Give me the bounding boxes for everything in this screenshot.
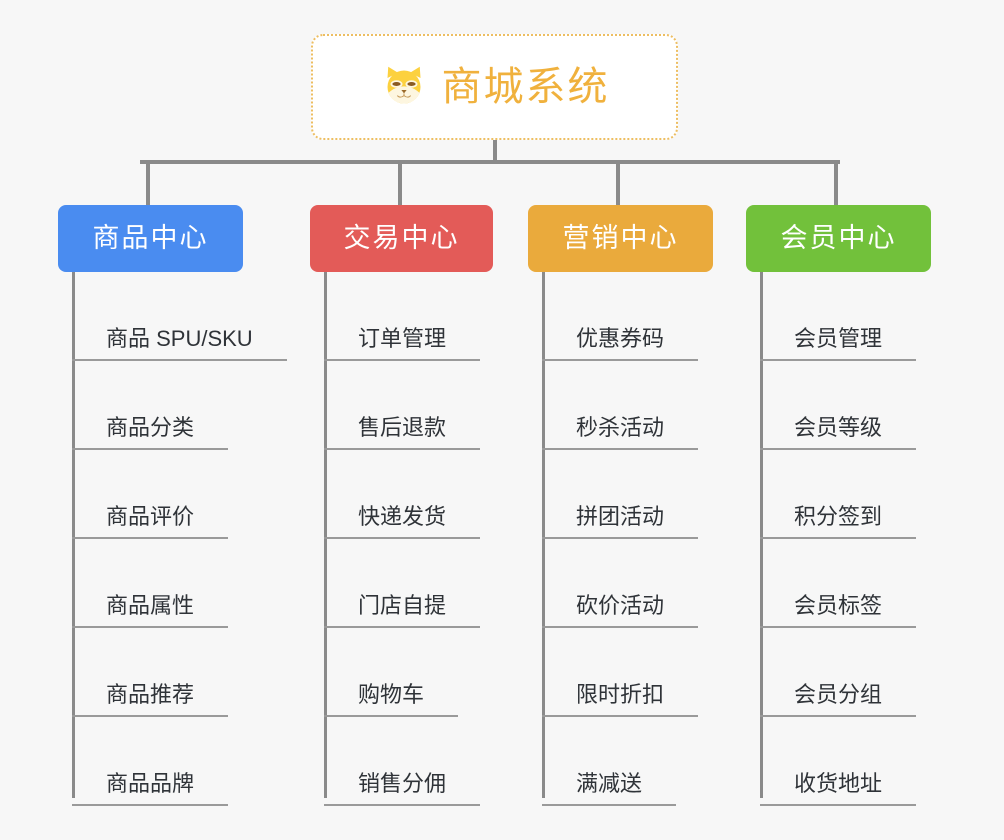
leaf-item[interactable]: 秒杀活动 <box>528 361 713 450</box>
leaf-item[interactable]: 订单管理 <box>310 272 493 361</box>
leaf-item-label: 销售分佣 <box>324 771 481 806</box>
category-column-1: 交易中心订单管理售后退款快递发货门店自提购物车销售分佣 <box>310 205 493 806</box>
connector-drop-3 <box>834 160 838 205</box>
leaf-item[interactable]: 快递发货 <box>310 450 493 539</box>
leaf-list-1: 订单管理售后退款快递发货门店自提购物车销售分佣 <box>310 272 493 806</box>
root-title: 商城系统 <box>441 65 610 109</box>
leaf-item[interactable]: 门店自提 <box>310 539 493 628</box>
leaf-item-label: 秒杀活动 <box>542 415 699 450</box>
connector-drop-1 <box>398 160 402 205</box>
leaf-item[interactable]: 拼团活动 <box>528 450 713 539</box>
category-column-2: 营销中心优惠券码秒杀活动拼团活动砍价活动限时折扣满减送 <box>528 205 713 806</box>
connector-root-stem <box>493 140 497 164</box>
leaf-item-label: 会员分组 <box>760 682 917 717</box>
leaf-item-label: 会员管理 <box>760 326 917 361</box>
category-column-0: 商品中心商品 SPU/SKU 商品分类商品评价商品属性商品推荐商品品牌 <box>58 205 287 806</box>
category-box-0[interactable]: 商品中心 <box>58 205 243 272</box>
leaf-trunk-line <box>760 272 763 798</box>
leaf-item-label: 商品属性 <box>72 593 229 628</box>
leaf-item[interactable]: 会员管理 <box>746 272 931 361</box>
leaf-item-label: 售后退款 <box>324 415 481 450</box>
leaf-item-label: 拼团活动 <box>542 504 699 539</box>
leaf-item[interactable]: 销售分佣 <box>310 717 493 806</box>
leaf-item[interactable]: 商品推荐 <box>58 628 243 717</box>
leaf-item[interactable]: 积分签到 <box>746 450 931 539</box>
leaf-item-label: 会员等级 <box>760 415 917 450</box>
leaf-item[interactable]: 会员标签 <box>746 539 931 628</box>
connector-drop-0 <box>146 160 150 205</box>
leaf-item-label: 限时折扣 <box>542 682 699 717</box>
leaf-list-2: 优惠券码秒杀活动拼团活动砍价活动限时折扣满减送 <box>528 272 713 806</box>
category-label: 商品中心 <box>92 223 209 253</box>
leaf-item-label: 订单管理 <box>324 326 481 361</box>
shiba-dog-face-icon <box>387 66 420 105</box>
leaf-item-label: 商品 SPU/SKU <box>72 326 287 361</box>
category-box-3[interactable]: 会员中心 <box>746 205 931 272</box>
leaf-item[interactable]: 商品评价 <box>58 450 243 539</box>
leaf-item[interactable]: 商品分类 <box>58 361 243 450</box>
leaf-item-label: 积分签到 <box>760 504 917 539</box>
leaf-item[interactable]: 售后退款 <box>310 361 493 450</box>
leaf-trunk-line <box>72 272 75 798</box>
leaf-item[interactable]: 会员等级 <box>746 361 931 450</box>
leaf-item-label: 快递发货 <box>324 504 481 539</box>
category-box-1[interactable]: 交易中心 <box>310 205 493 272</box>
leaf-item-label: 商品推荐 <box>72 682 229 717</box>
leaf-item[interactable]: 商品属性 <box>58 539 243 628</box>
category-column-3: 会员中心会员管理会员等级积分签到会员标签会员分组收货地址 <box>746 205 931 806</box>
leaf-item-label: 会员标签 <box>760 593 917 628</box>
leaf-item[interactable]: 商品品牌 <box>58 717 243 806</box>
leaf-list-3: 会员管理会员等级积分签到会员标签会员分组收货地址 <box>746 272 931 806</box>
leaf-item[interactable]: 限时折扣 <box>528 628 713 717</box>
leaf-item[interactable]: 满减送 <box>528 717 713 806</box>
leaf-item-label: 商品分类 <box>72 415 229 450</box>
category-label: 会员中心 <box>780 223 897 253</box>
leaf-item-label: 门店自提 <box>324 593 481 628</box>
leaf-item-label: 购物车 <box>324 682 459 717</box>
leaf-item-label: 收货地址 <box>760 771 917 806</box>
leaf-item[interactable]: 商品 SPU/SKU <box>58 272 287 361</box>
leaf-item-label: 砍价活动 <box>542 593 699 628</box>
leaf-item[interactable]: 会员分组 <box>746 628 931 717</box>
leaf-item-label: 满减送 <box>542 771 677 806</box>
leaf-trunk-line <box>542 272 545 798</box>
leaf-item-label: 商品评价 <box>72 504 229 539</box>
connector-drop-2 <box>616 160 620 205</box>
root-node[interactable]: 商城系统 <box>311 34 678 140</box>
leaf-trunk-line <box>324 272 327 798</box>
leaf-item[interactable]: 购物车 <box>310 628 493 717</box>
connector-horizontal-bar <box>140 160 840 164</box>
category-box-2[interactable]: 营销中心 <box>528 205 713 272</box>
category-label: 营销中心 <box>562 223 679 253</box>
leaf-item[interactable]: 优惠券码 <box>528 272 713 361</box>
leaf-item-label: 商品品牌 <box>72 771 229 806</box>
leaf-item[interactable]: 砍价活动 <box>528 539 713 628</box>
leaf-item-label: 优惠券码 <box>542 326 699 361</box>
category-label: 交易中心 <box>343 223 460 253</box>
leaf-list-0: 商品 SPU/SKU 商品分类商品评价商品属性商品推荐商品品牌 <box>58 272 287 806</box>
leaf-item[interactable]: 收货地址 <box>746 717 931 806</box>
